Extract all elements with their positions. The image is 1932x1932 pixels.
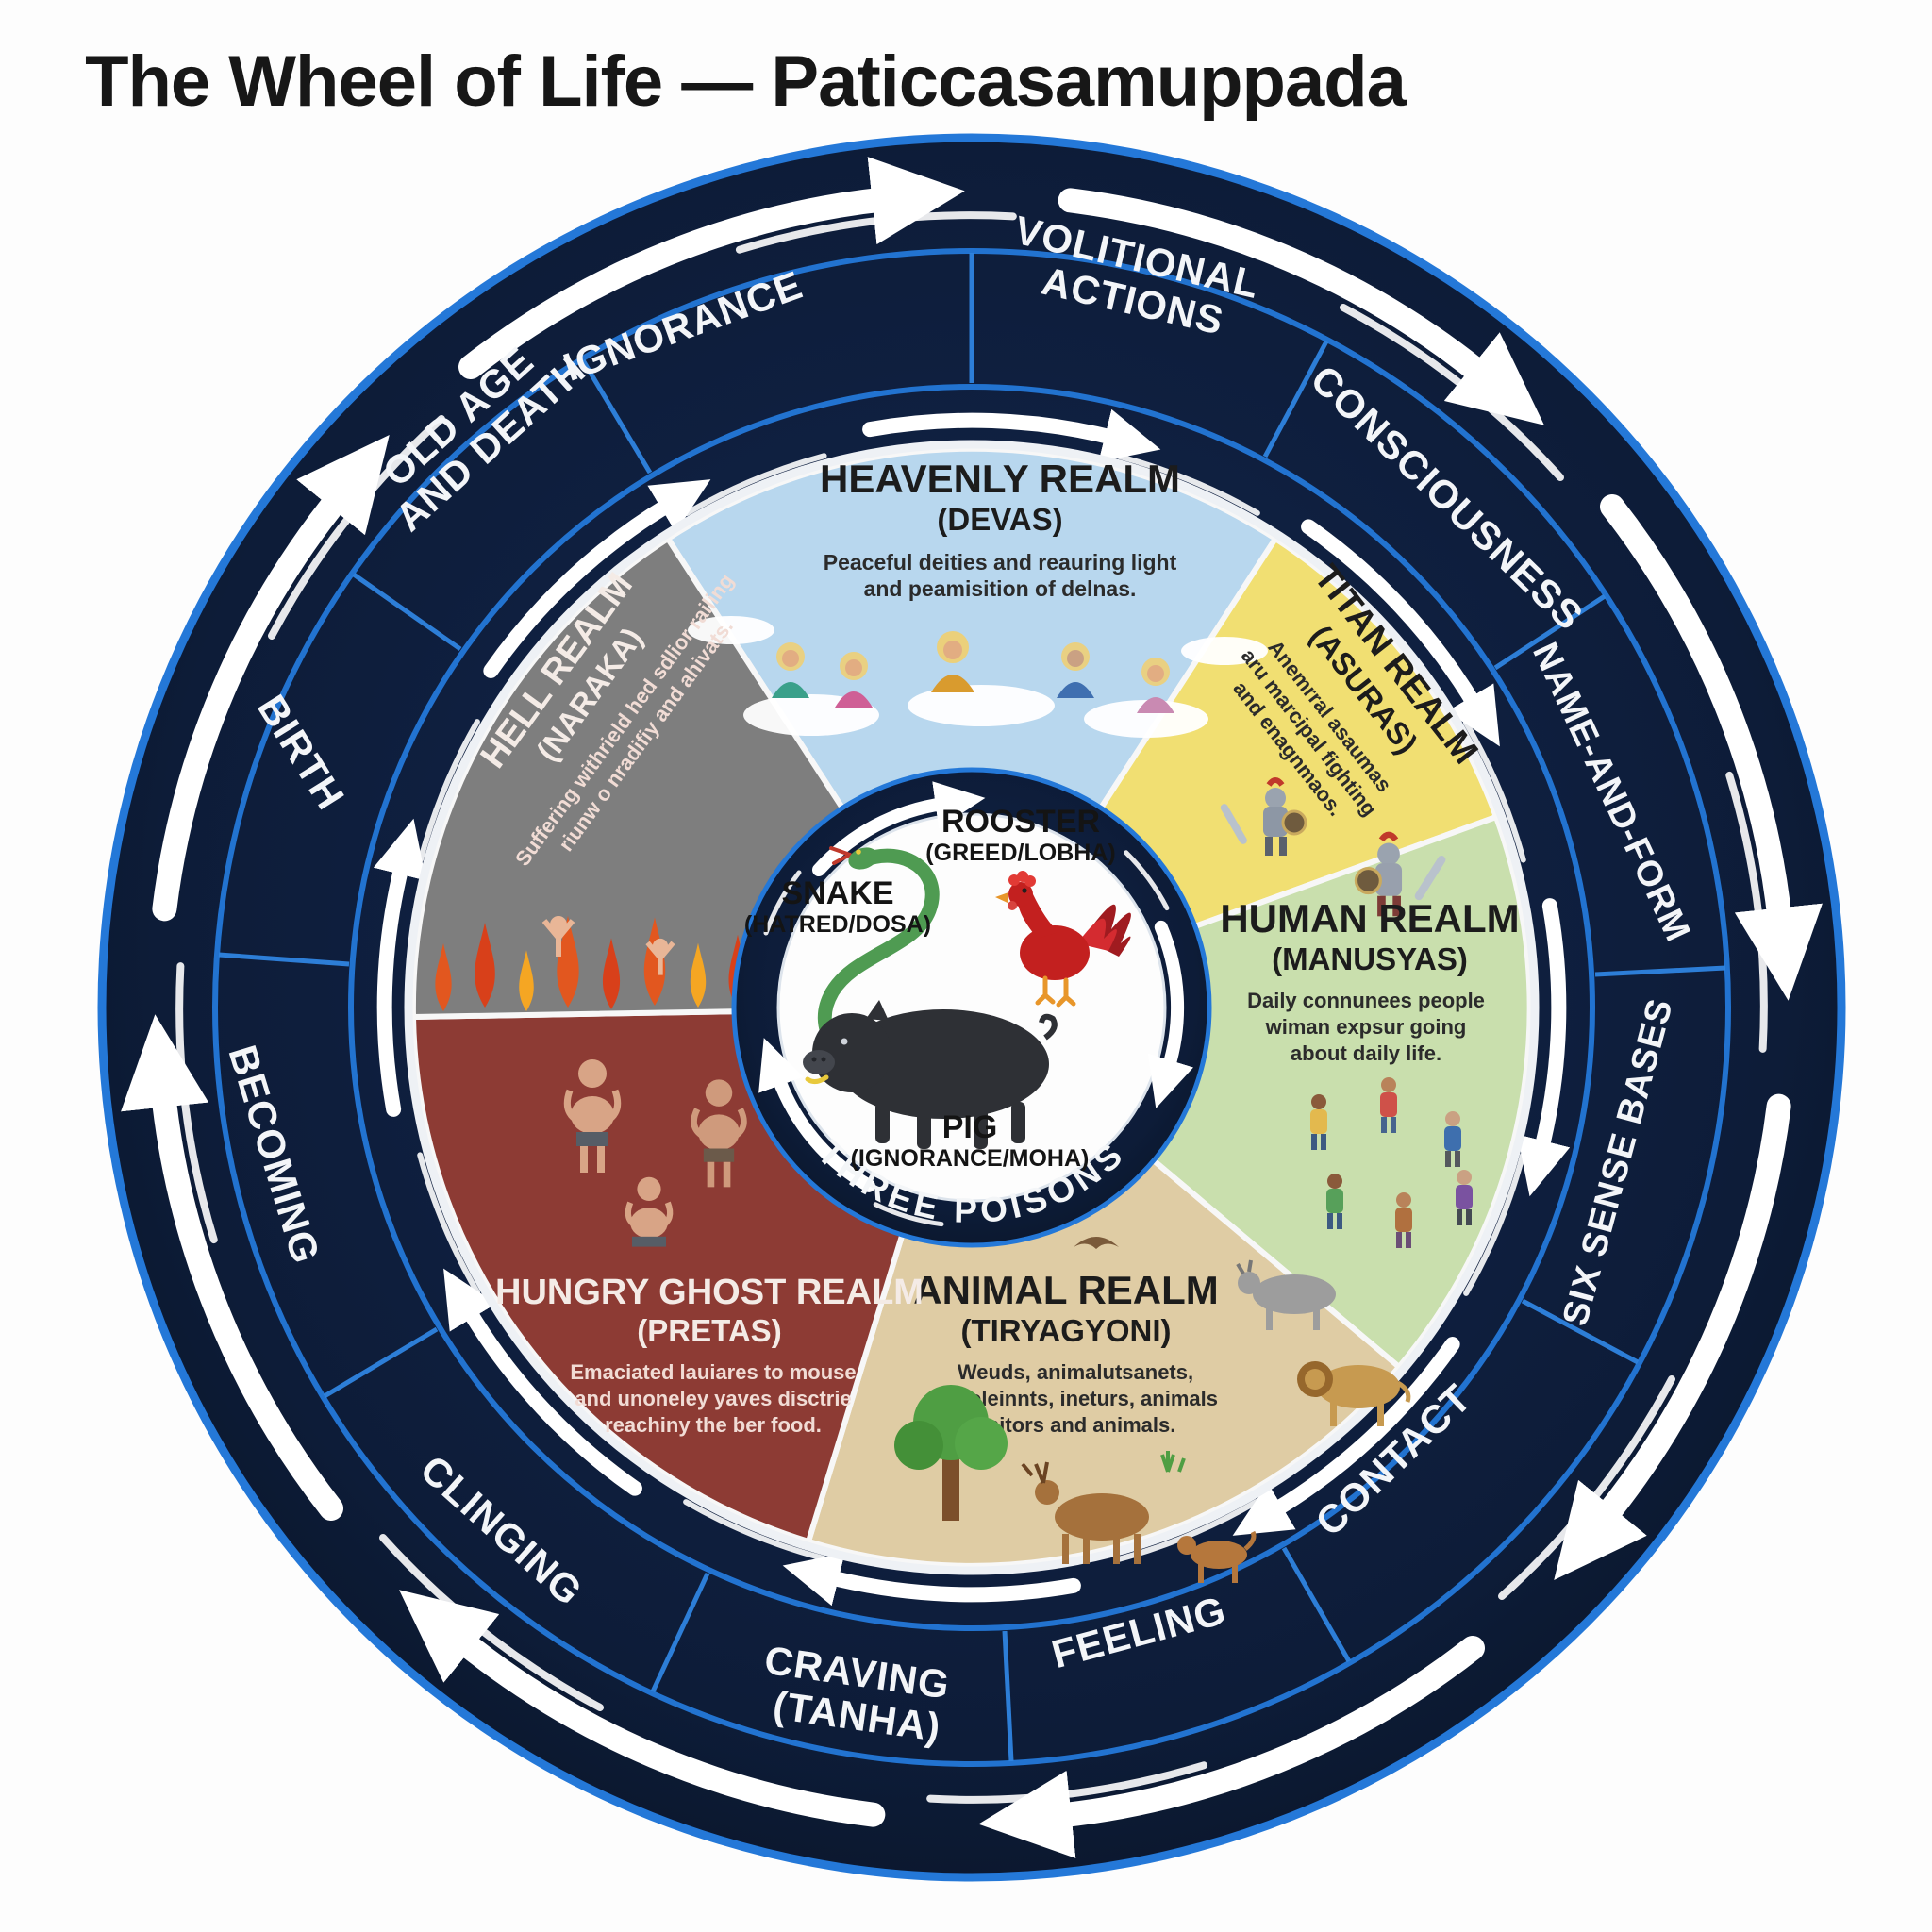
realm-human-desc-2: wiman expsur going [1265, 1015, 1467, 1039]
realm-animal: ANIMAL REALM (TIRYAGYONI) Weuds, animalu… [894, 1237, 1411, 1583]
center-hub: THREE POISONS [731, 767, 1243, 1251]
realm-heavenly-sector [665, 445, 1278, 1010]
realm-hungry-ghost: HUNGRY GHOST REALM (PRETAS) Emaciated la… [495, 1059, 924, 1437]
asura-warriors-illustration [1220, 777, 1446, 917]
realm-human-desc-3: about daily life. [1291, 1041, 1441, 1065]
realm-human-desc-1: Daily connunees people [1247, 989, 1485, 1012]
poison-rooster-name: ROOSTER [941, 804, 1100, 840]
animals-illustration [894, 1237, 1411, 1583]
poison-pig-meaning: (IGNORANCE/MOHA) [851, 1145, 1090, 1172]
realm-hungry-sanskrit: (PRETAS) [637, 1313, 781, 1348]
poison-snake-name: SNAKE [781, 875, 893, 911]
realm-human-sector [969, 814, 1533, 1370]
realm-human-title: HUMAN REALM [1220, 896, 1519, 941]
realm-animal-sanskrit: (TIRYAGYONI) [960, 1313, 1171, 1348]
outer-band-separator [212, 248, 1731, 1767]
realm-heavenly-title: HEAVENLY REALM [820, 457, 1180, 501]
realm-human-sanskrit: (MANUSYAS) [1272, 941, 1468, 976]
suffering-figure [645, 938, 675, 975]
deer-icon [1021, 1461, 1149, 1564]
realm-hungry-desc-2: and unoneley yaves disctrie [575, 1387, 851, 1410]
bird-icon [1074, 1237, 1119, 1249]
page-title: The Wheel of Life — Paticcasamuppada [85, 42, 1407, 122]
dog-icon [1177, 1530, 1257, 1583]
poison-labels: ROOSTER (GREED/LOBHA) SNAKE (HATRED/DOSA… [744, 804, 1116, 1172]
realm-heavenly-sanskrit: (DEVAS) [937, 502, 1062, 537]
realm-hungry-title: HUNGRY GHOST REALM [495, 1273, 924, 1312]
devas-on-clouds-illustration [688, 616, 1268, 738]
cattle-icon [1236, 1259, 1336, 1330]
tree-icon [894, 1385, 1008, 1521]
realm-heavenly-desc-2: and peamisition of delnas. [864, 576, 1137, 601]
suffering-figure [541, 916, 575, 957]
lion-icon [1297, 1361, 1411, 1426]
people-illustration [1310, 1077, 1473, 1248]
poison-snake-meaning: (HATRED/DOSA) [744, 911, 931, 938]
realm-human: HUMAN REALM (MANUSYAS) Daily connunees p… [1220, 896, 1520, 1248]
poison-rooster-meaning: (GREED/LOBHA) [925, 840, 1115, 866]
grass-icon [1160, 1451, 1186, 1473]
realm-heavenly-desc-1: Peaceful deities and reauring light [824, 550, 1177, 575]
realm-animal-desc-1: Weuds, animalutsanets, [958, 1360, 1193, 1384]
realm-animal-desc-3: anitors and animals. [975, 1413, 1176, 1437]
label-band-separator [348, 384, 1595, 1631]
poison-pig-name: PIG [942, 1109, 998, 1145]
realm-hungry-desc-3: reachiny the ber food. [605, 1413, 822, 1437]
realm-animal-title: ANIMAL REALM [913, 1268, 1219, 1312]
realm-heavenly: HEAVENLY REALM (DEVAS) Peaceful deities … [688, 457, 1268, 738]
realms-outer-rim [404, 440, 1540, 1575]
pig-icon [803, 1000, 1058, 1149]
hungry-ghosts-illustration [563, 1059, 747, 1247]
rooster-icon [995, 871, 1131, 1008]
realm-hungry-desc-1: Emaciated lauiares to mouse [570, 1360, 856, 1384]
link-band-dividers [218, 253, 1726, 1762]
